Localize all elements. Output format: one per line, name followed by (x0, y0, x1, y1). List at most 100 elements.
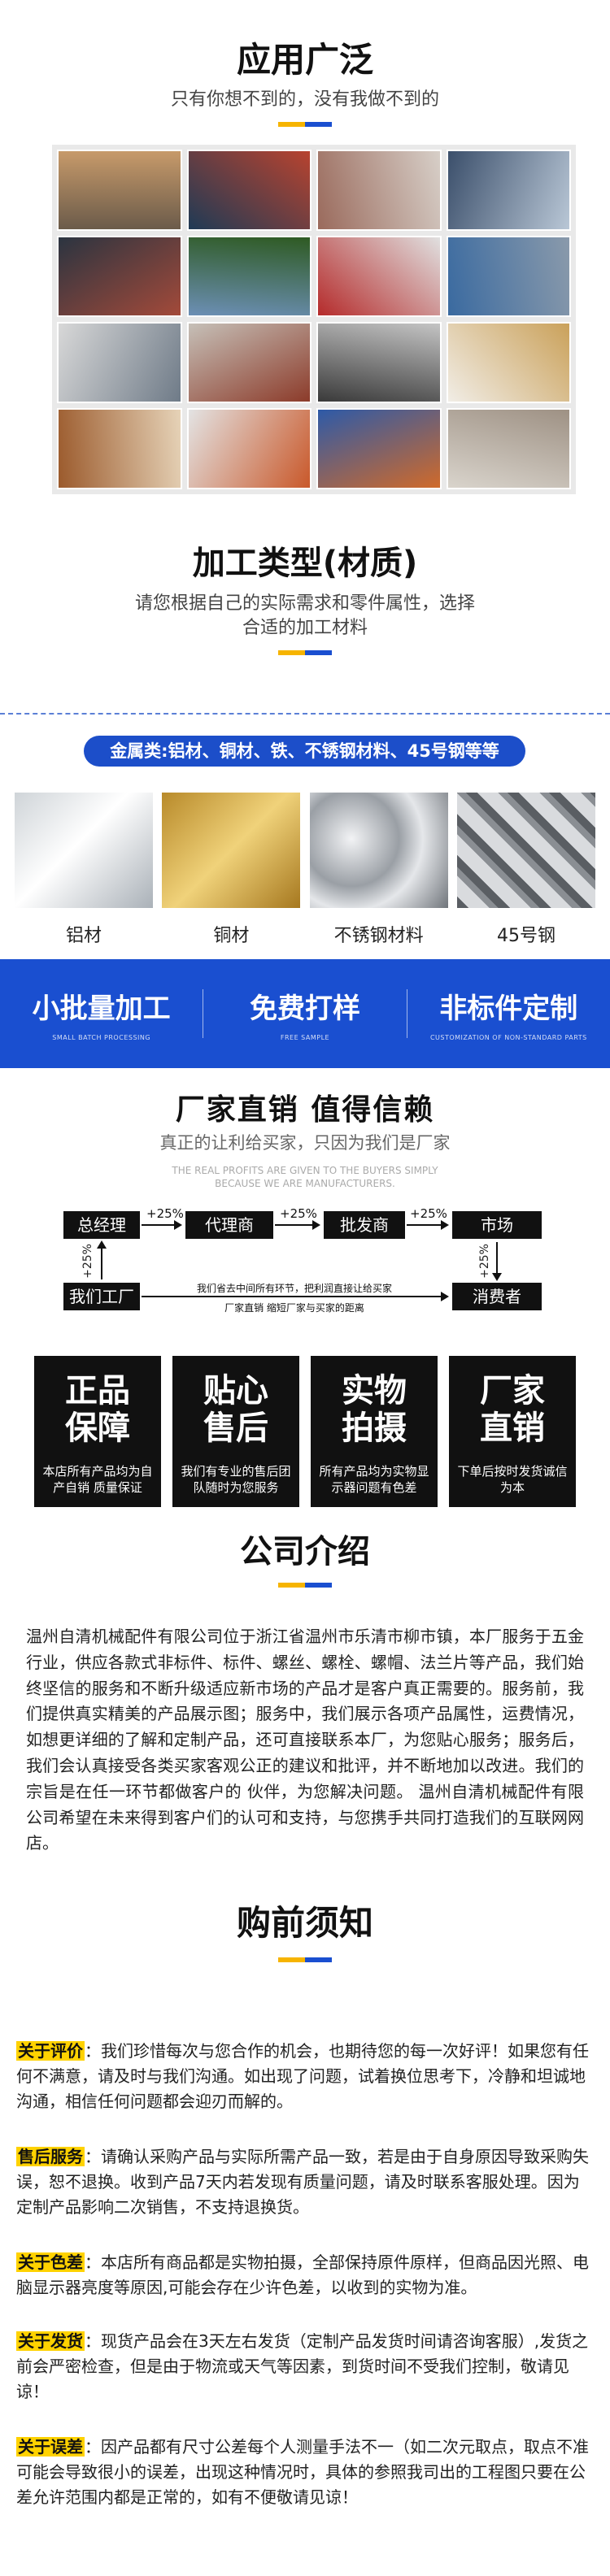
railway-photo (57, 150, 182, 231)
distribution-flow-diagram: 总经理 代理商 批发商 市场 我们工厂 消费者 +25% +25% +25% +… (0, 1206, 610, 1317)
material-item: 铜材 (162, 793, 301, 947)
factory-direct-english: THE REAL PROFITS ARE GIVEN TO THE BUYERS… (172, 1165, 438, 1189)
material-list: 铝材 铜材 不锈钢材料 45号钢 (15, 793, 595, 947)
windows-photo (57, 408, 182, 489)
gym-photo (316, 322, 442, 403)
car-assembly-photo (186, 150, 312, 231)
factory-direct-section: 厂家直销 值得信赖 真正的让利给买家，只因为我们是厂家 THE REAL PRO… (0, 1093, 610, 1190)
workshop-photo (316, 236, 442, 317)
material-item: 不锈钢材料 (309, 793, 448, 947)
flow-arrow (407, 1220, 449, 1230)
badge-title-line2: 售后 (203, 1410, 268, 1447)
factory-direct-subtitle: 真正的让利给买家，只因为我们是厂家 (159, 1133, 451, 1153)
material-subtitle-line1: 请您根据自己的实际需求和零件属性，选择 (134, 593, 475, 614)
flow-markup-label: +25% (280, 1206, 317, 1221)
badge-title-line2: 拍摄 (342, 1410, 407, 1447)
service-banner: 小批量加工 SMALL BATCH PROCESSING 免费打样 FREE S… (0, 959, 610, 1068)
title-accent-bar (278, 122, 332, 127)
badge-desc: 本店所有产品均为自产自销 质量保证 (42, 1464, 153, 1495)
notice-tag: 关于误差 (16, 2437, 85, 2457)
material-label: 45号钢 (496, 926, 556, 946)
badge-title-line1: 贴心 (203, 1372, 268, 1410)
applications-section: 应用广泛 只有你想不到的，没有我做不到的 (0, 0, 610, 496)
material-title: 加工类型(材质) (192, 545, 418, 582)
material-item: 铝材 (15, 793, 153, 947)
stainless-rods-photo (309, 793, 448, 908)
material-label: 铝材 (65, 926, 102, 946)
banner-item-subtitle: SMALL BATCH PROCESSING (52, 1034, 151, 1041)
flow-markup-label: +25% (478, 1244, 491, 1279)
banner-item-subtitle: CUSTOMIZATION OF NON-STANDARD PARTS (429, 1034, 587, 1041)
metal-types-pill: 金属类:铝材、铜材、铁、不锈钢材料、45号钢等等 (84, 736, 525, 767)
flow-box-consumer: 消费者 (452, 1283, 542, 1310)
notice-item-color: 关于色差：本店所有商品都是实物拍摄，全部保持原件原样，但商品因光照、电脑显示器亮… (16, 2250, 595, 2300)
badge-title-line1: 厂家 (480, 1372, 545, 1410)
flow-arrow-direct (142, 1292, 449, 1301)
banner-item-custom-parts: 非标件定制 CUSTOMIZATION OF NON-STANDARD PART… (407, 986, 610, 1041)
banner-item-subtitle: FREE SAMPLE (280, 1034, 330, 1041)
flow-box-manager: 总经理 (63, 1211, 140, 1239)
notice-tag: 关于发货 (16, 2331, 85, 2351)
flow-markup-label: +25% (410, 1206, 447, 1221)
badge-title-line2: 保障 (65, 1410, 130, 1447)
material-subtitle-line2: 合适的加工材料 (242, 618, 368, 638)
bridge-photo (446, 236, 571, 317)
cranes-photo (316, 150, 442, 231)
company-intro-title: 公司介绍 (240, 1533, 370, 1570)
title-accent-bar (278, 650, 332, 655)
notice-item-tolerance: 关于误差：因产品都有尺寸公差每个人测量手法不一（如二次元取点，取点不准可能会导致… (16, 2435, 595, 2510)
dashed-divider (0, 713, 610, 715)
factory-direct-title: 厂家直销 值得信赖 (175, 1093, 435, 1127)
guarantee-badges: 正品 保障 本店所有产品均为自产自销 质量保证 贴心 售后 我们有专业的售后团队… (34, 1356, 576, 1507)
company-intro-section: 公司介绍 (0, 1532, 610, 1588)
notice-item-after-sales: 售后服务：请确认采购产品与实际所需产品一致，若是由于自身原因导致采购失误，恕不退… (16, 2144, 595, 2220)
applications-title: 应用广泛 (236, 40, 373, 80)
material-item: 45号钢 (456, 793, 595, 947)
badge-after-sales: 贴心 售后 我们有专业的售后团队随时为您服务 (172, 1356, 299, 1507)
applications-subtitle: 只有你想不到的，没有我做不到的 (170, 89, 439, 110)
notice-item-shipping: 关于发货：现货产品会在3天左右发货（定制产品发货时间请咨询客服）,发货之前会严密… (16, 2329, 595, 2404)
lockers-photo (446, 408, 571, 489)
flow-arrow (275, 1220, 320, 1230)
badge-genuine: 正品 保障 本店所有产品均为自产自销 质量保证 (34, 1356, 161, 1507)
flow-box-wholesaler: 批发商 (324, 1211, 405, 1239)
badge-desc: 所有产品均为实物显示器问题有色差 (319, 1464, 429, 1495)
badge-direct-sale: 厂家 直销 下单后按时发货诚信为本 (449, 1356, 576, 1507)
flow-markup-label: +25% (81, 1244, 94, 1279)
notice-title: 购前须知 (236, 1903, 373, 1943)
notice-section: 购前须知 (0, 1902, 610, 1962)
badge-title-line1: 正品 (65, 1372, 130, 1410)
notice-item-review: 关于评价：我们珍惜每次与您合作的机会，也期待您的每一次好评！如果您有任何不满意，… (16, 2039, 595, 2114)
flow-arrow (142, 1220, 182, 1230)
warehouse-photo (316, 408, 442, 489)
office-photo (57, 322, 182, 403)
notice-text: ：请确认采购产品与实际所需产品一致，若是由于自身原因导致采购失误，恕不退换。收到… (16, 2147, 589, 2217)
notice-tag: 关于评价 (16, 2041, 85, 2061)
worker-photo (186, 408, 312, 489)
notice-tag: 售后服务 (16, 2147, 85, 2166)
flow-markup-label: +25% (146, 1206, 184, 1221)
flow-arrow-down (492, 1242, 502, 1281)
badge-desc: 我们有专业的售后团队随时为您服务 (181, 1464, 291, 1495)
factory-floor-photo (57, 236, 182, 317)
banner-item-title: 免费打样 (249, 993, 360, 1025)
flow-note-distance: 厂家直销 缩短厂家与买家的距离 (224, 1302, 364, 1314)
flow-box-factory: 我们工厂 (63, 1283, 140, 1310)
steel-structure-photo (446, 150, 571, 231)
notice-text: ：本店所有商品都是实物拍摄，全部保持原件原样，但商品因光照、电脑显示器亮度等原因… (16, 2252, 589, 2297)
copper-bars-photo (162, 793, 301, 908)
equipment-photo (186, 322, 312, 403)
flow-note-direct: 我们省去中间所有环节，把利润直接让给买家 (196, 1283, 392, 1294)
company-intro-text: 温州自清机械配件有限公司位于浙江省温州市乐清市柳市镇，本厂服务于五金行业，供应各… (26, 1627, 584, 1853)
banner-item-title: 非标件定制 (439, 993, 578, 1025)
notice-tag: 关于色差 (16, 2252, 85, 2272)
flow-box-market: 市场 (452, 1211, 542, 1239)
banner-item-small-batch: 小批量加工 SMALL BATCH PROCESSING (0, 986, 203, 1041)
flow-arrow-up (97, 1240, 107, 1279)
title-accent-bar (278, 1957, 332, 1962)
badge-desc: 下单后按时发货诚信为本 (457, 1464, 568, 1495)
material-section: 加工类型(材质) 请您根据自己的实际需求和零件属性，选择 合适的加工材料 (0, 543, 610, 655)
material-label: 不锈钢材料 (333, 926, 424, 946)
badge-real-photo: 实物 拍摄 所有产品均为实物显示器问题有色差 (311, 1356, 438, 1507)
